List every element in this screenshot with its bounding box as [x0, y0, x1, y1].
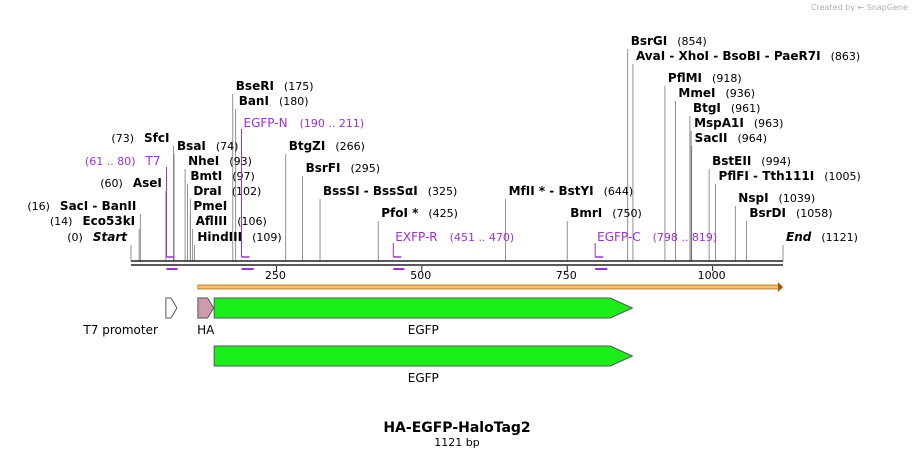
feature-layer: T7 promoter HA EGFP EGFP [82, 297, 634, 385]
site-position-bsssi-bsss-i: (325) [428, 185, 458, 198]
site-position-bsrdi: (1058) [796, 207, 833, 220]
site-position-asei: (60) [100, 177, 123, 190]
primer-range-exfp-r: (451 .. 470) [450, 231, 515, 244]
site-position-pflfi-tth111i: (1005) [824, 170, 861, 183]
site-name-btgzi: BtgZI [289, 139, 326, 153]
feature-egfp [213, 345, 634, 367]
site-name-pflmi: PflMI [668, 71, 702, 85]
site-position-saci-banii: (16) [27, 200, 50, 213]
site-position-drai: (102) [232, 185, 262, 198]
primer-range-egfp-c: (798 .. 819) [653, 231, 718, 244]
site-position-bsteii: (994) [761, 155, 791, 168]
site-position-btgi: (961) [731, 102, 761, 115]
site-position-bmri: (750) [612, 207, 642, 220]
tick-label: 500 [410, 269, 431, 282]
site-name-asei: AseI [133, 176, 162, 190]
site-name-mmei: MmeI [678, 86, 715, 100]
primer-range-t7: (61 .. 80) [85, 155, 136, 168]
site-name-bsssi-bsss-i: BssSI - BssSαI [323, 184, 418, 198]
site-position-end: (1121) [821, 231, 858, 244]
site-position-sfci: (73) [111, 132, 134, 145]
primer-name-t7: T7 [145, 154, 161, 168]
snapgene-logo-icon: ← [857, 3, 865, 12]
site-name-sfci: SfcI [144, 131, 169, 145]
site-name-hindiii: HindIII [197, 230, 242, 244]
snapgene-credit: Created by ← SnapGene [811, 3, 908, 12]
site-position-nhei: (93) [229, 155, 252, 168]
site-name-pfoi: PfoI * [381, 206, 419, 220]
site-name-bsrfi: BsrFI [306, 161, 341, 175]
site-name-bmri: BmrI [570, 206, 602, 220]
site-name-bsai: BsaI [177, 139, 206, 153]
site-position-afliii: (106) [237, 215, 267, 228]
site-position-bsrgi: (854) [677, 35, 707, 48]
site-name-saci-banii: SacI - BanII [60, 199, 136, 213]
backbone [131, 260, 783, 266]
site-name-drai: DraI [193, 184, 221, 198]
site-position-btgzi: (266) [335, 140, 365, 153]
site-position-mfii-bstyi: (644) [604, 185, 634, 198]
orf-bar [197, 284, 780, 290]
site-position-hindiii: (109) [252, 231, 282, 244]
site-name-mfii-bstyi: MfII * - BstYI [509, 184, 594, 198]
map-length: 1121 bp [434, 436, 479, 449]
map-title: HA-EGFP-HaloTag2 [383, 420, 530, 436]
primer-name-egfp-c: EGFP-C [597, 230, 640, 244]
site-name-btgi: BtgI [693, 101, 721, 115]
site-position-mspa1i: (963) [754, 117, 784, 130]
primer-name-egfp-n: EGFP-N [244, 116, 288, 130]
site-position-bseri: (175) [284, 80, 314, 93]
site-name-afliii: AflIII [196, 214, 228, 228]
site-name-pflfi-tth111i: PflFI - Tth111I [719, 169, 815, 183]
tick-label: 750 [556, 269, 577, 282]
tick-label: 250 [265, 269, 286, 282]
site-position-bmti: (97) [232, 170, 255, 183]
site-position-sacii: (964) [737, 132, 767, 145]
feature-egfp [213, 297, 634, 319]
site-position-avai-xhoi-bsobi-paer7i: (863) [831, 50, 861, 63]
site-position-bsai: (74) [216, 140, 239, 153]
site-name-mspa1i: MspA1I [694, 116, 744, 130]
site-name-sacii: SacII [695, 131, 728, 145]
tick-label: 1000 [698, 269, 726, 282]
primer-layer: T7 (61 .. 80) EGFP-N (190 .. 211) EXFP-R (451… [85, 116, 718, 270]
feature-ha [197, 297, 215, 319]
credit-prefix: Created by [810, 3, 855, 12]
credit-brand: SnapGene [866, 3, 908, 12]
feature-label-egfp: EGFP [408, 371, 439, 385]
primer-name-exfp-r: EXFP-R [395, 230, 437, 244]
site-position-pfoi: (425) [428, 207, 458, 220]
tick-layer: 250 500 750 1000 [265, 266, 726, 282]
site-position-bani: (180) [279, 95, 309, 108]
feature-t7-promoter [165, 297, 178, 319]
feature-label-ha: HA [197, 323, 215, 337]
feature-label-egfp: EGFP [408, 323, 439, 337]
site-name-eco53ki: Eco53kI [82, 214, 135, 228]
site-name-pmei: PmeI [193, 199, 227, 213]
site-position-bsrfi: (295) [350, 162, 380, 175]
site-position-pflmi: (918) [712, 72, 742, 85]
site-position-start: (0) [67, 231, 83, 244]
site-name-bsrgi: BsrGI [631, 34, 668, 48]
site-position-eco53ki: (14) [50, 215, 73, 228]
site-position-nspi: (1039) [779, 192, 816, 205]
site-position-mmei: (936) [725, 87, 755, 100]
site-name-avai-xhoi-bsobi-paer7i: AvaI - XhoI - BsoBI - PaeR7I [636, 49, 821, 63]
site-name-start: Start [93, 230, 128, 244]
orf-layer [197, 282, 783, 292]
site-name-bani: BanI [239, 94, 269, 108]
site-name-nhei: NheI [188, 154, 219, 168]
orf-arrowhead [778, 282, 783, 292]
site-labels: Start (0) Eco53kI (14) SacI - BanII (16) AseI (… [27, 34, 860, 244]
site-name-bsteii: BstEII [712, 154, 751, 168]
site-name-bseri: BseRI [236, 79, 274, 93]
feature-label-t7-promoter: T7 promoter [82, 323, 158, 337]
site-name-nspi: NspI [738, 191, 768, 205]
site-name-bmti: BmtI [190, 169, 222, 183]
site-name-bsrdi: BsrDI [749, 206, 786, 220]
site-lines [130, 49, 784, 261]
primer-range-egfp-n: (190 .. 211) [300, 117, 365, 130]
site-name-end: End [786, 230, 812, 244]
